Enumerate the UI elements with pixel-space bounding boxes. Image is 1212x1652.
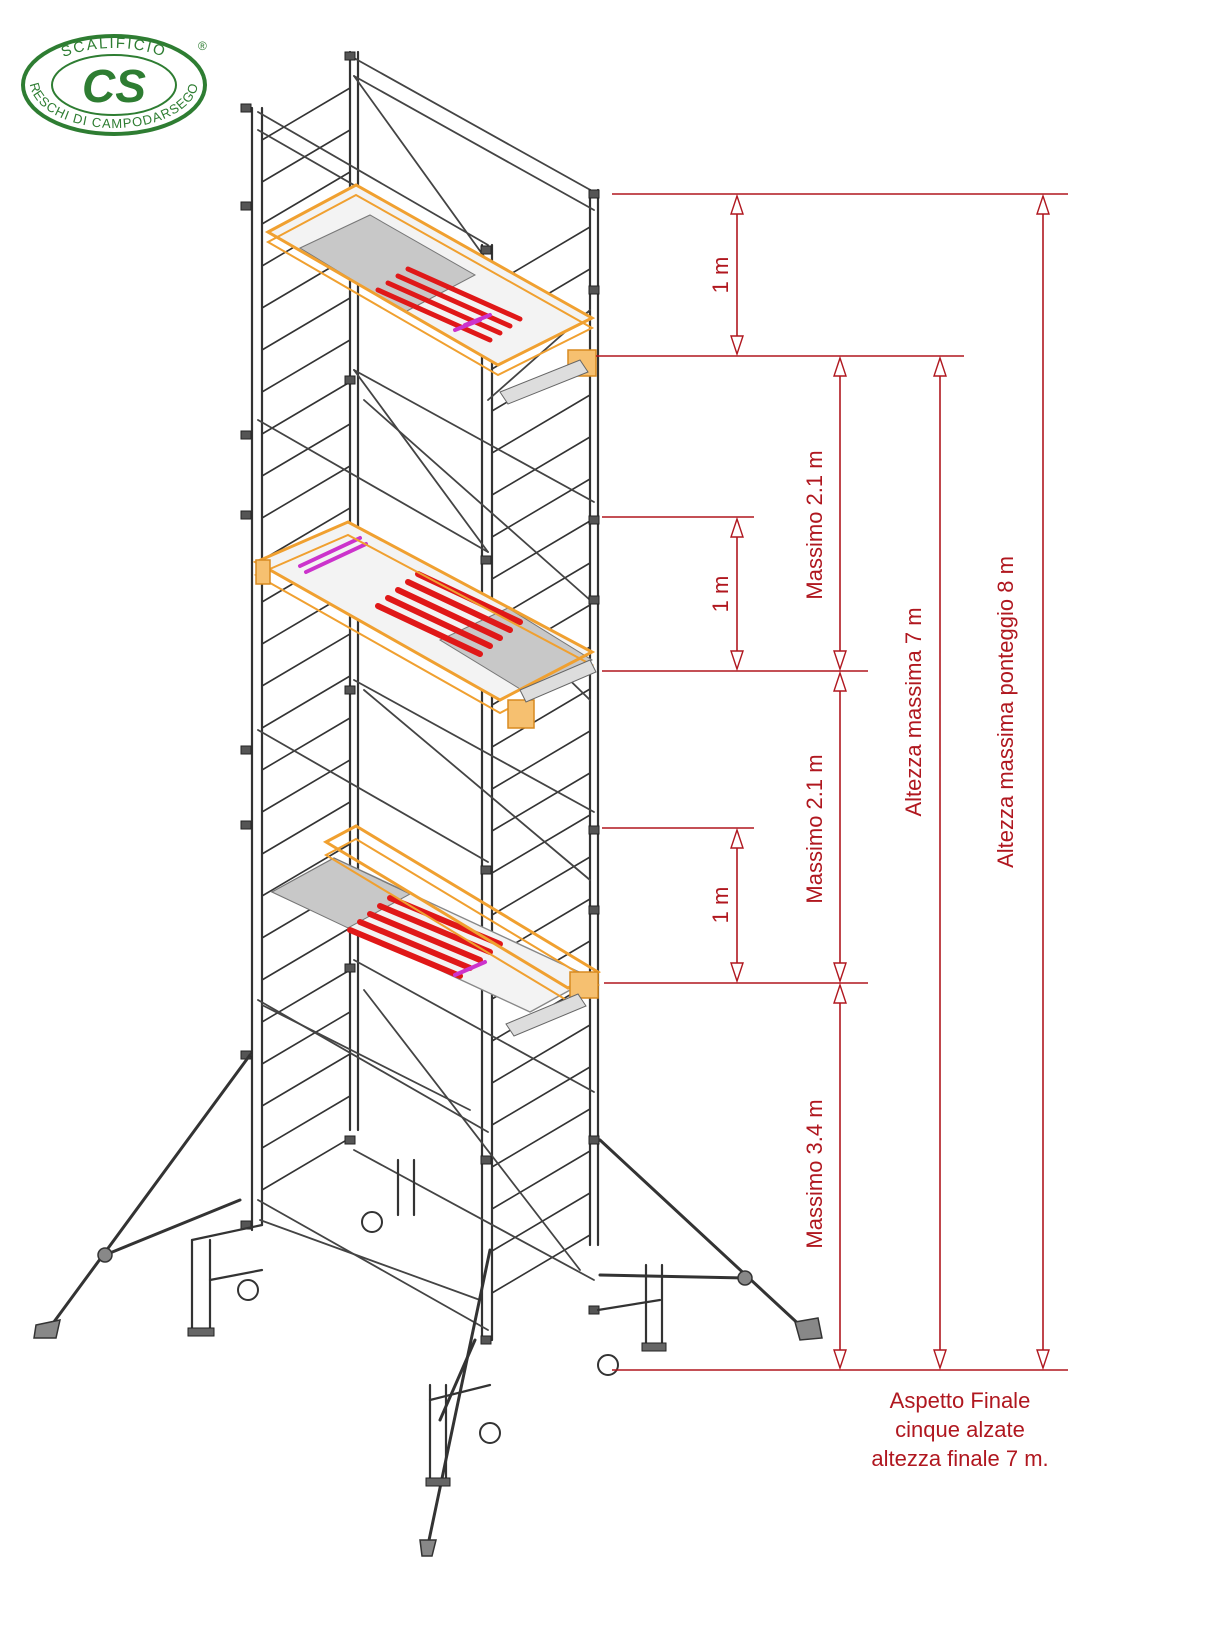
left-frame-rung <box>261 129 351 183</box>
scaffold-clamp <box>344 963 356 973</box>
scaffold-clamp <box>588 1135 600 1145</box>
mid-guard-label: 1 m <box>708 576 733 613</box>
scaffold-clamp <box>588 595 600 605</box>
middle-platform <box>252 520 597 729</box>
right-frame-rung <box>491 814 591 874</box>
right-frame-rung <box>491 730 591 790</box>
left-frame-rung <box>261 843 351 897</box>
left-frame-rung <box>261 633 351 687</box>
upper-gap-label: Massimo 2.1 m <box>802 450 827 599</box>
right-frame-rung <box>491 1024 591 1084</box>
scaffold-clamp <box>240 103 252 113</box>
base-wheels <box>237 1211 619 1444</box>
logo-monogram: CS <box>82 60 146 112</box>
left-frame-rung <box>261 717 351 771</box>
left-frame-rung <box>261 675 351 729</box>
scaffold-clamp <box>588 825 600 835</box>
left-frame-rung <box>261 381 351 435</box>
scaffold-height-label: Altezza massima ponteggio 8 m <box>993 556 1018 868</box>
scaffold-clamp <box>588 905 600 915</box>
scaffold-clamp <box>588 189 600 199</box>
left-frame-rung <box>261 171 351 225</box>
left-frame-rung <box>261 297 351 351</box>
outriggers <box>46 1053 807 1547</box>
company-logo: SCALIFICIO RESCHI DI CAMPODARSEGO CS ® <box>21 34 207 136</box>
outrigger-feet <box>33 1247 823 1557</box>
final-aspect-caption: Aspetto Finale cinque alzate altezza fin… <box>840 1386 1080 1473</box>
base-gap-label: Massimo 3.4 m <box>802 1099 827 1248</box>
base-feet <box>187 1327 667 1487</box>
caption-line-1: Aspetto Finale <box>889 1388 1031 1413</box>
scaffold-clamp <box>480 555 492 565</box>
scaffold-clamp <box>480 1335 492 1345</box>
right-frame-rung <box>491 436 591 496</box>
scaffold-clamp <box>344 51 356 61</box>
scaffold-clamp <box>240 201 252 211</box>
right-frame-rung <box>491 1234 591 1294</box>
scaffold-clamp <box>240 820 252 830</box>
left-frame-rung <box>261 87 351 141</box>
left-frame-rung <box>261 423 351 477</box>
left-frame-rung <box>261 801 351 855</box>
scaffold-clamp <box>240 745 252 755</box>
right-frame-rung <box>491 478 591 538</box>
right-frame-rung <box>491 772 591 832</box>
scaffold-clamp <box>480 1155 492 1165</box>
caption-line-2: cinque alzate <box>895 1417 1025 1442</box>
scaffold-clamp <box>240 510 252 520</box>
middle-gap-label: Massimo 2.1 m <box>802 754 827 903</box>
scaffold-clamp <box>344 1135 356 1145</box>
scaffold-clamp <box>344 375 356 385</box>
low-platform <box>270 824 602 1037</box>
right-frame-rung <box>491 1108 591 1168</box>
registered-mark: ® <box>198 39 207 53</box>
low-guard-label: 1 m <box>708 887 733 924</box>
platform-height-label: Altezza massima 7 m <box>901 607 926 816</box>
scaffold-clamp <box>588 285 600 295</box>
top-platform <box>264 183 597 405</box>
left-frame-rung <box>261 1095 351 1149</box>
scaffold-clamp <box>480 865 492 875</box>
scaffold-clamp <box>480 245 492 255</box>
scaffold-clamp <box>240 430 252 440</box>
right-frame-rung <box>491 1066 591 1126</box>
left-frame-rung <box>261 969 351 1023</box>
left-frame-rung <box>261 339 351 393</box>
scaffold-rungs <box>261 87 591 1294</box>
left-frame-rung <box>261 927 351 981</box>
dimension-lines <box>596 193 1068 1371</box>
left-frame-rung <box>261 465 351 519</box>
scaffold-clamp <box>344 685 356 695</box>
right-frame-rung <box>491 1192 591 1252</box>
caption-line-3: altezza finale 7 m. <box>871 1446 1049 1471</box>
scaffold-tower <box>33 50 823 1557</box>
base-frame <box>190 1158 664 1482</box>
left-frame-rung <box>261 1137 351 1191</box>
right-frame-rung <box>491 394 591 454</box>
dimension-arrowheads <box>730 193 1050 1371</box>
left-frame-rung <box>261 759 351 813</box>
right-frame-rung <box>491 1150 591 1210</box>
right-frame-rung <box>491 856 591 916</box>
right-frame-rung <box>491 520 591 580</box>
scaffold-clamp <box>588 515 600 525</box>
left-frame-rung <box>261 507 351 561</box>
left-frame-rung <box>261 1011 351 1065</box>
right-frame-rung <box>491 688 591 748</box>
left-frame-rung <box>261 1053 351 1107</box>
scaffold-clamps <box>240 51 600 1345</box>
top-guard-label: 1 m <box>708 257 733 294</box>
